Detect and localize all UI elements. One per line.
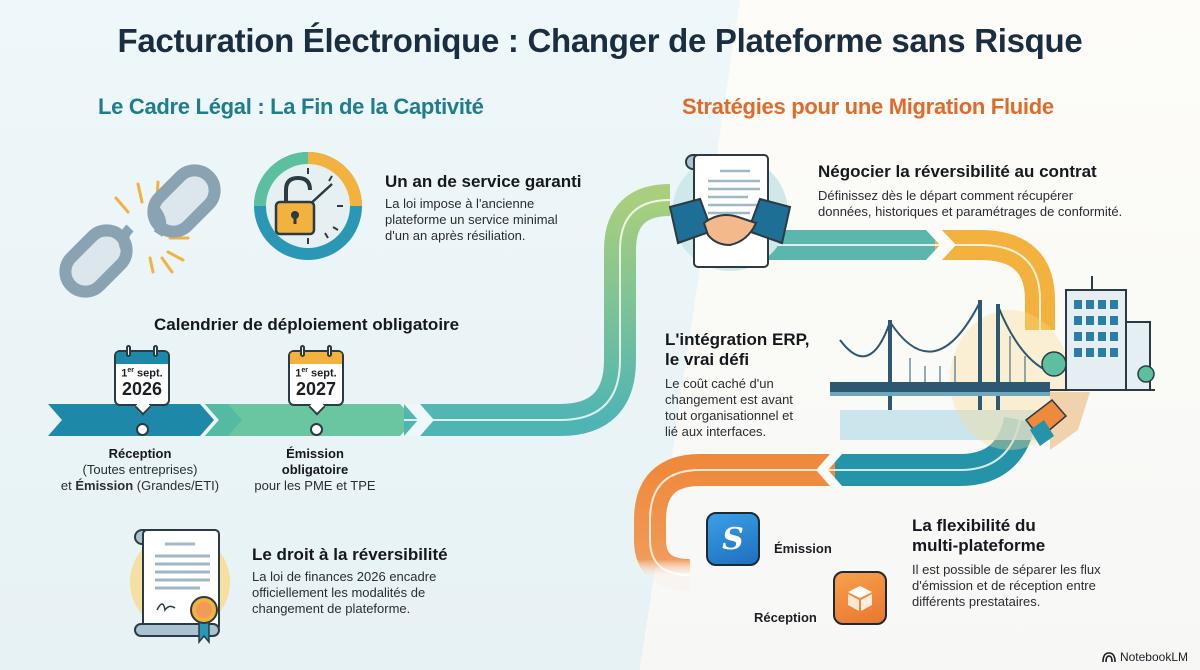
- milestone-dot: [310, 423, 323, 436]
- reversibility-title: Le droit à la réversibilité: [252, 545, 448, 564]
- bridge-building-illustration: [830, 276, 1155, 450]
- negotiate-text: Définissez dès le départ comment récupér…: [818, 188, 1123, 219]
- reversibility-text: La loi de finances 2026 encadre officiel…: [252, 569, 437, 616]
- service-title: Un an de service garanti: [385, 172, 582, 191]
- calendar-2027-icon: 1er sept. 2027: [288, 345, 344, 416]
- multi-platform-title: La flexibilité du multi-plateforme: [912, 516, 1046, 555]
- emission-label: Émission: [774, 541, 832, 556]
- multi-platform-text: Il est possible de séparer les flux d'ém…: [912, 562, 1101, 609]
- erp-title: L'intégration ERP, le vrai défi: [665, 330, 810, 369]
- reversibility-block: Le droit à la réversibilité La loi de fi…: [252, 545, 448, 617]
- milestone-dot: [136, 423, 149, 436]
- multi-platform-block: La flexibilité du multi-plateforme Il es…: [912, 516, 1101, 610]
- page-title: Facturation Électronique : Changer de Pl…: [117, 22, 1083, 59]
- erp-text: Le coût caché d'un changement est avant …: [665, 376, 793, 439]
- milestone-2026-description: Réception (Toutes entreprises) et Émissi…: [60, 446, 220, 493]
- reception-label: Réception: [754, 610, 817, 625]
- lock-clock-icon: [254, 152, 362, 260]
- milestone-year: 2027: [295, 378, 337, 399]
- reception-app-icon: [833, 571, 887, 625]
- certificate-icon: [130, 529, 230, 645]
- brand-watermark: NotebookLM: [1102, 650, 1188, 664]
- emission-app-icon: S: [706, 512, 760, 566]
- timeline-title: Calendrier de déploiement obligatoire: [154, 315, 460, 334]
- erp-block: L'intégration ERP, le vrai défi Le coût …: [665, 330, 809, 440]
- service-text: La loi impose à l'ancienne plateforme un…: [385, 196, 558, 243]
- package-icon: [848, 586, 872, 611]
- broken-chain-icon: [59, 164, 221, 298]
- handshake-contract-icon: [668, 154, 792, 271]
- negotiate-title: Négocier la réversibilité au contrat: [818, 162, 1097, 181]
- negotiate-block: Négocier la réversibilité au contrat Déf…: [818, 162, 1122, 220]
- notebooklm-logo-icon: [1102, 652, 1116, 663]
- right-section-heading: Stratégies pour une Migration Fluide: [682, 94, 1054, 119]
- service-block: Un an de service garanti La loi impose à…: [385, 172, 582, 244]
- left-section-heading: Le Cadre Légal : La Fin de la Captivité: [98, 94, 484, 119]
- milestone-2027-description: Émission obligatoire pour les PME et TPE: [254, 446, 376, 493]
- calendar-2026-icon: 1er sept. 2026: [114, 345, 170, 416]
- milestone-year: 2026: [121, 378, 163, 399]
